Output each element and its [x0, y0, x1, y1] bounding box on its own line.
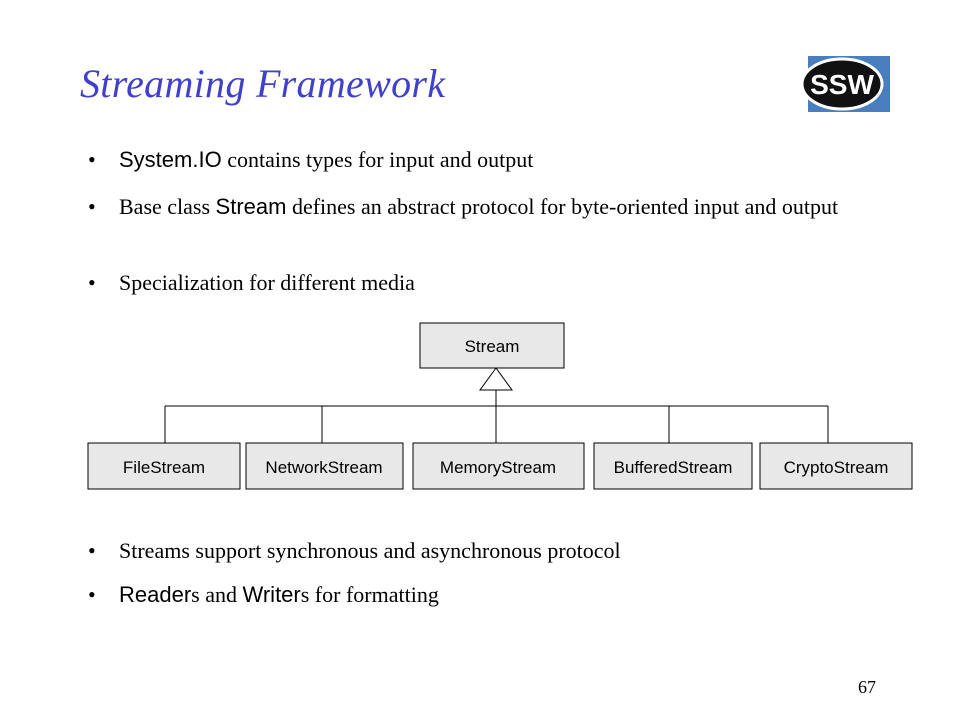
- bullet-segment: Base class: [119, 194, 216, 219]
- class-label-stream: Stream: [465, 337, 520, 356]
- bullet-segment: s and: [191, 582, 243, 607]
- bullet-segment: Streams support synchronous and asynchro…: [119, 538, 621, 563]
- slide-title: Streaming Framework: [80, 61, 446, 106]
- page-number: 67: [858, 677, 876, 697]
- class-box-memorystream: [412, 442, 585, 490]
- logo-ellipse: [800, 57, 884, 111]
- bullet-text: Readers and Writers for formatting: [119, 580, 919, 610]
- bullet-dot: •: [88, 194, 96, 219]
- bullet-text: Specialization for different media: [119, 268, 919, 298]
- bullet-text: System.IO contains types for input and o…: [119, 145, 919, 175]
- class-label-filestream: FileStream: [123, 458, 205, 477]
- logo-text: SSW: [810, 69, 874, 100]
- class-label-cryptostream: CryptoStream: [784, 458, 889, 477]
- bullet-text: Base class Stream defines an abstract pr…: [119, 192, 919, 222]
- bullet-segment: s for formatting: [300, 582, 439, 607]
- class-label-networkstream: NetworkStream: [265, 458, 382, 477]
- class-box-stream: [419, 322, 565, 369]
- inheritance-arrow: [479, 367, 513, 391]
- bullet-code: System.IO: [119, 147, 222, 172]
- bullet-segment: contains types for input and output: [221, 147, 534, 172]
- bullet-code: Writer: [242, 582, 301, 607]
- bullet-segment: Specialization for different media: [119, 270, 415, 295]
- class-label-memorystream: MemoryStream: [440, 458, 556, 477]
- bullet-dot: •: [88, 538, 96, 563]
- bullet-code: Reader: [119, 582, 192, 607]
- bullet-code: Stream: [215, 194, 287, 219]
- bullet-dot: •: [88, 270, 96, 295]
- class-box-networkstream: [245, 442, 404, 490]
- bullet-segment: defines an abstract protocol for byte-or…: [286, 194, 839, 219]
- ssw-logo: SSW: [800, 56, 890, 112]
- bullet-dot: •: [88, 147, 96, 172]
- class-label-bufferedstream: BufferedStream: [614, 458, 733, 477]
- class-box-cryptostream: [759, 442, 913, 490]
- bullet-dot: •: [88, 582, 96, 607]
- class-box-bufferedstream: [593, 442, 753, 490]
- bullet-text: Streams support synchronous and asynchro…: [119, 536, 919, 566]
- class-box-filestream: [87, 442, 241, 490]
